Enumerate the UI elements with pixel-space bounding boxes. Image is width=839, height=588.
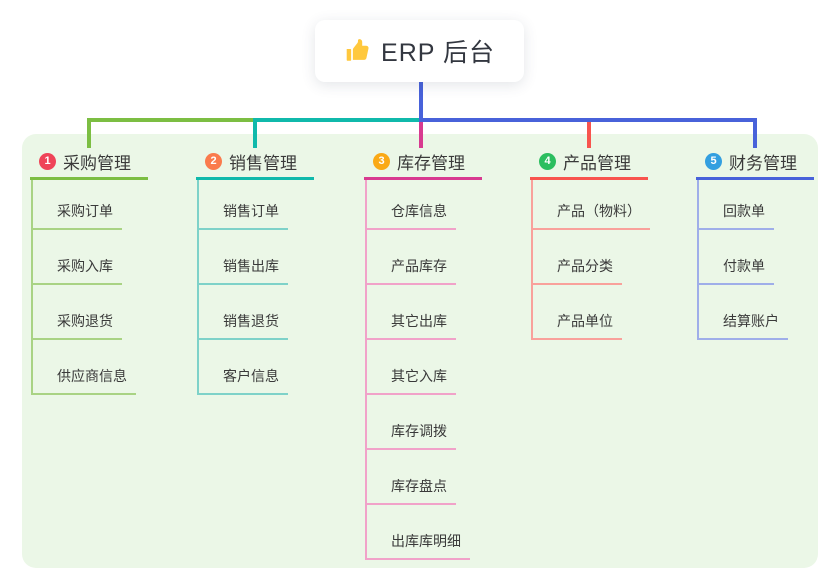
branch-header-sales[interactable]: 2 销售管理 [196,146,314,180]
child-node[interactable]: 产品分类 [533,230,622,285]
branch-purchase: 1 采购管理采购订单采购入库采购退货供应商信息 [30,146,148,395]
branch-children-purchase: 采购订单采购入库采购退货供应商信息 [31,180,136,395]
branch-children-finance: 回款单付款单结算账户 [697,180,788,340]
child-node[interactable]: 销售退货 [199,285,288,340]
child-node[interactable]: 其它出库 [367,285,456,340]
branch-inventory: 3 库存管理仓库信息产品库存其它出库其它入库库存调拨库存盘点出库库明细 [364,146,482,560]
branch-title: 财务管理 [729,154,797,173]
child-node[interactable]: 销售订单 [199,180,288,230]
child-node[interactable]: 付款单 [699,230,774,285]
branch-header-finance[interactable]: 5 财务管理 [696,146,814,180]
child-node[interactable]: 采购入库 [33,230,122,285]
child-node[interactable]: 其它入库 [367,340,456,395]
child-node[interactable]: 供应商信息 [33,340,136,395]
branch-children-sales: 销售订单销售出库销售退货客户信息 [197,180,288,395]
branch-title: 销售管理 [229,154,297,173]
branch-number-badge: 3 [373,153,390,170]
branch-children-product: 产品（物料）产品分类产品单位 [531,180,650,340]
branch-header-product[interactable]: 4 产品管理 [530,146,648,180]
child-node[interactable]: 库存调拨 [367,395,456,450]
branch-title: 采购管理 [63,154,131,173]
branch-number-badge: 5 [705,153,722,170]
branch-product: 4 产品管理产品（物料）产品分类产品单位 [530,146,650,340]
branch-title: 库存管理 [397,154,465,173]
branch-header-purchase[interactable]: 1 采购管理 [30,146,148,180]
mindmap-panel [22,134,818,568]
child-node[interactable]: 产品单位 [533,285,622,340]
branch-number-badge: 2 [205,153,222,170]
child-node[interactable]: 采购退货 [33,285,122,340]
branch-title: 产品管理 [563,154,631,173]
root-node[interactable]: ERP 后台 [315,20,524,82]
branch-children-inventory: 仓库信息产品库存其它出库其它入库库存调拨库存盘点出库库明细 [365,180,470,560]
child-node[interactable]: 库存盘点 [367,450,456,505]
branch-finance: 5 财务管理回款单付款单结算账户 [696,146,814,340]
branch-sales: 2 销售管理销售订单销售出库销售退货客户信息 [196,146,314,395]
child-node[interactable]: 仓库信息 [367,180,456,230]
child-node[interactable]: 回款单 [699,180,774,230]
child-node[interactable]: 出库库明细 [367,505,470,560]
root-title: ERP 后台 [381,39,495,67]
child-node[interactable]: 客户信息 [199,340,288,395]
child-node[interactable]: 采购订单 [33,180,122,230]
child-node[interactable]: 结算账户 [699,285,788,340]
branch-number-badge: 1 [39,153,56,170]
branch-number-badge: 4 [539,153,556,170]
thumbs-up-icon [344,38,370,64]
child-node[interactable]: 产品（物料） [533,180,650,230]
child-node[interactable]: 产品库存 [367,230,456,285]
child-node[interactable]: 销售出库 [199,230,288,285]
branch-header-inventory[interactable]: 3 库存管理 [364,146,482,180]
